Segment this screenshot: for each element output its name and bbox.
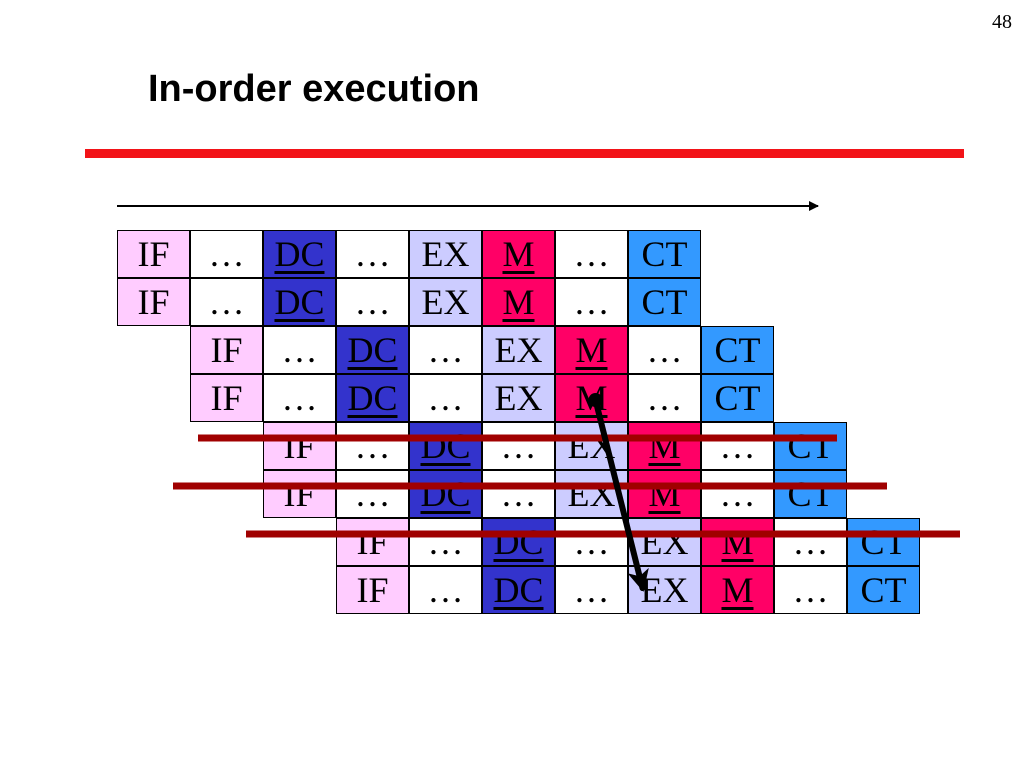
stage-cell-ex: EX — [555, 422, 628, 470]
stage-cell-ex: EX — [628, 518, 701, 566]
stage-cell-if: IF — [190, 326, 263, 374]
stage-cell-ct: CT — [774, 470, 847, 518]
stage-cell-ct: CT — [847, 566, 920, 614]
stage-cell-gap: … — [409, 374, 482, 422]
stage-cell-gap: … — [555, 518, 628, 566]
stage-cell-gap: … — [482, 470, 555, 518]
stage-cell-if: IF — [117, 230, 190, 278]
stage-cell-dc: DC — [409, 422, 482, 470]
stage-cell-ct: CT — [847, 518, 920, 566]
stage-cell-dc: DC — [263, 230, 336, 278]
stage-cell-gap: … — [774, 518, 847, 566]
stage-cell-dc: DC — [482, 566, 555, 614]
stage-cell-gap: … — [701, 422, 774, 470]
stage-cell-if: IF — [336, 566, 409, 614]
stage-cell-gap: … — [774, 566, 847, 614]
stage-cell-if: IF — [336, 518, 409, 566]
stage-cell-if: IF — [263, 470, 336, 518]
stage-cell-ct: CT — [701, 326, 774, 374]
stage-cell-m: M — [555, 326, 628, 374]
stage-cell-gap: … — [701, 470, 774, 518]
stage-cell-ex: EX — [409, 230, 482, 278]
stage-cell-gap: … — [409, 566, 482, 614]
stage-cell-gap: … — [336, 470, 409, 518]
stage-cell-gap: … — [336, 422, 409, 470]
stage-cell-ct: CT — [628, 230, 701, 278]
stage-cell-ex: EX — [555, 470, 628, 518]
stage-cell-if: IF — [190, 374, 263, 422]
stage-cell-gap: … — [263, 326, 336, 374]
stage-cell-ct: CT — [701, 374, 774, 422]
stage-cell-dc: DC — [336, 374, 409, 422]
stage-cell-m: M — [555, 374, 628, 422]
stage-cell-m: M — [628, 422, 701, 470]
stage-cell-ex: EX — [482, 374, 555, 422]
stage-cell-m: M — [482, 278, 555, 326]
stage-cell-gap: … — [555, 230, 628, 278]
stage-cell-m: M — [701, 518, 774, 566]
stage-cell-gap: … — [555, 566, 628, 614]
stage-cell-ex: EX — [628, 566, 701, 614]
stage-cell-dc: DC — [409, 470, 482, 518]
stage-cell-gap: … — [628, 374, 701, 422]
stage-cell-m: M — [482, 230, 555, 278]
stage-cell-ex: EX — [482, 326, 555, 374]
title-rule — [85, 149, 964, 158]
stage-cell-ct: CT — [628, 278, 701, 326]
stage-cell-if: IF — [263, 422, 336, 470]
stage-cell-if: IF — [117, 278, 190, 326]
stage-cell-gap: … — [336, 230, 409, 278]
stage-cell-gap: … — [263, 374, 336, 422]
slide-number: 48 — [992, 11, 1012, 33]
stage-cell-m: M — [701, 566, 774, 614]
stage-cell-gap: … — [628, 326, 701, 374]
stage-cell-gap: … — [409, 326, 482, 374]
stage-cell-gap: … — [190, 278, 263, 326]
stage-cell-dc: DC — [482, 518, 555, 566]
stage-cell-dc: DC — [336, 326, 409, 374]
stage-cell-ct: CT — [774, 422, 847, 470]
stage-cell-gap: … — [336, 278, 409, 326]
stage-cell-ex: EX — [409, 278, 482, 326]
slide-title: In-order execution — [148, 68, 480, 110]
stage-cell-gap: … — [190, 230, 263, 278]
stage-cell-gap: … — [409, 518, 482, 566]
stage-cell-gap: … — [482, 422, 555, 470]
stage-cell-gap: … — [555, 278, 628, 326]
stage-cell-dc: DC — [263, 278, 336, 326]
stage-cell-m: M — [628, 470, 701, 518]
